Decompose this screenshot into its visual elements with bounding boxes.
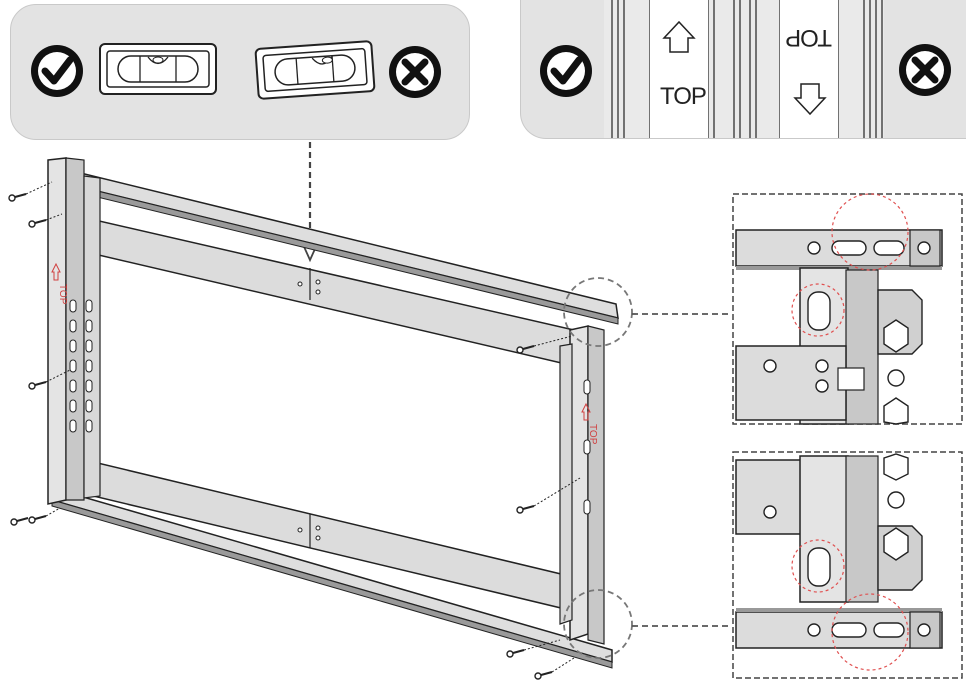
bracket-top-mark-left-text: TOP bbox=[57, 284, 68, 305]
top-label-upside-down: TOP bbox=[786, 24, 832, 51]
detail-view-bottom bbox=[732, 451, 963, 679]
spirit-level-icon bbox=[99, 43, 217, 95]
orientation-ok-check-icon bbox=[540, 45, 592, 97]
bracket-strip-wrong bbox=[744, 0, 884, 138]
bracket-strip-correct bbox=[604, 0, 744, 138]
bracket-top-mark-left bbox=[51, 262, 61, 281]
level-bad-x-icon bbox=[389, 46, 441, 98]
arrow-up-icon bbox=[662, 20, 696, 53]
callout-circle-top bbox=[563, 277, 732, 347]
bracket-top-mark-right bbox=[581, 402, 591, 421]
wall-mount-frame: TOP TOP bbox=[8, 157, 619, 680]
bracket-top-mark-right-text: TOP bbox=[587, 424, 598, 445]
orientation-bad-x-icon bbox=[899, 44, 951, 96]
level-ok-check-icon bbox=[31, 45, 83, 97]
top-label-upright: TOP bbox=[660, 83, 706, 110]
spirit-level-tilted-icon bbox=[254, 40, 376, 100]
arrow-down-icon bbox=[793, 83, 827, 116]
callout-circle-bottom bbox=[563, 589, 732, 659]
detail-view-top bbox=[732, 193, 963, 425]
